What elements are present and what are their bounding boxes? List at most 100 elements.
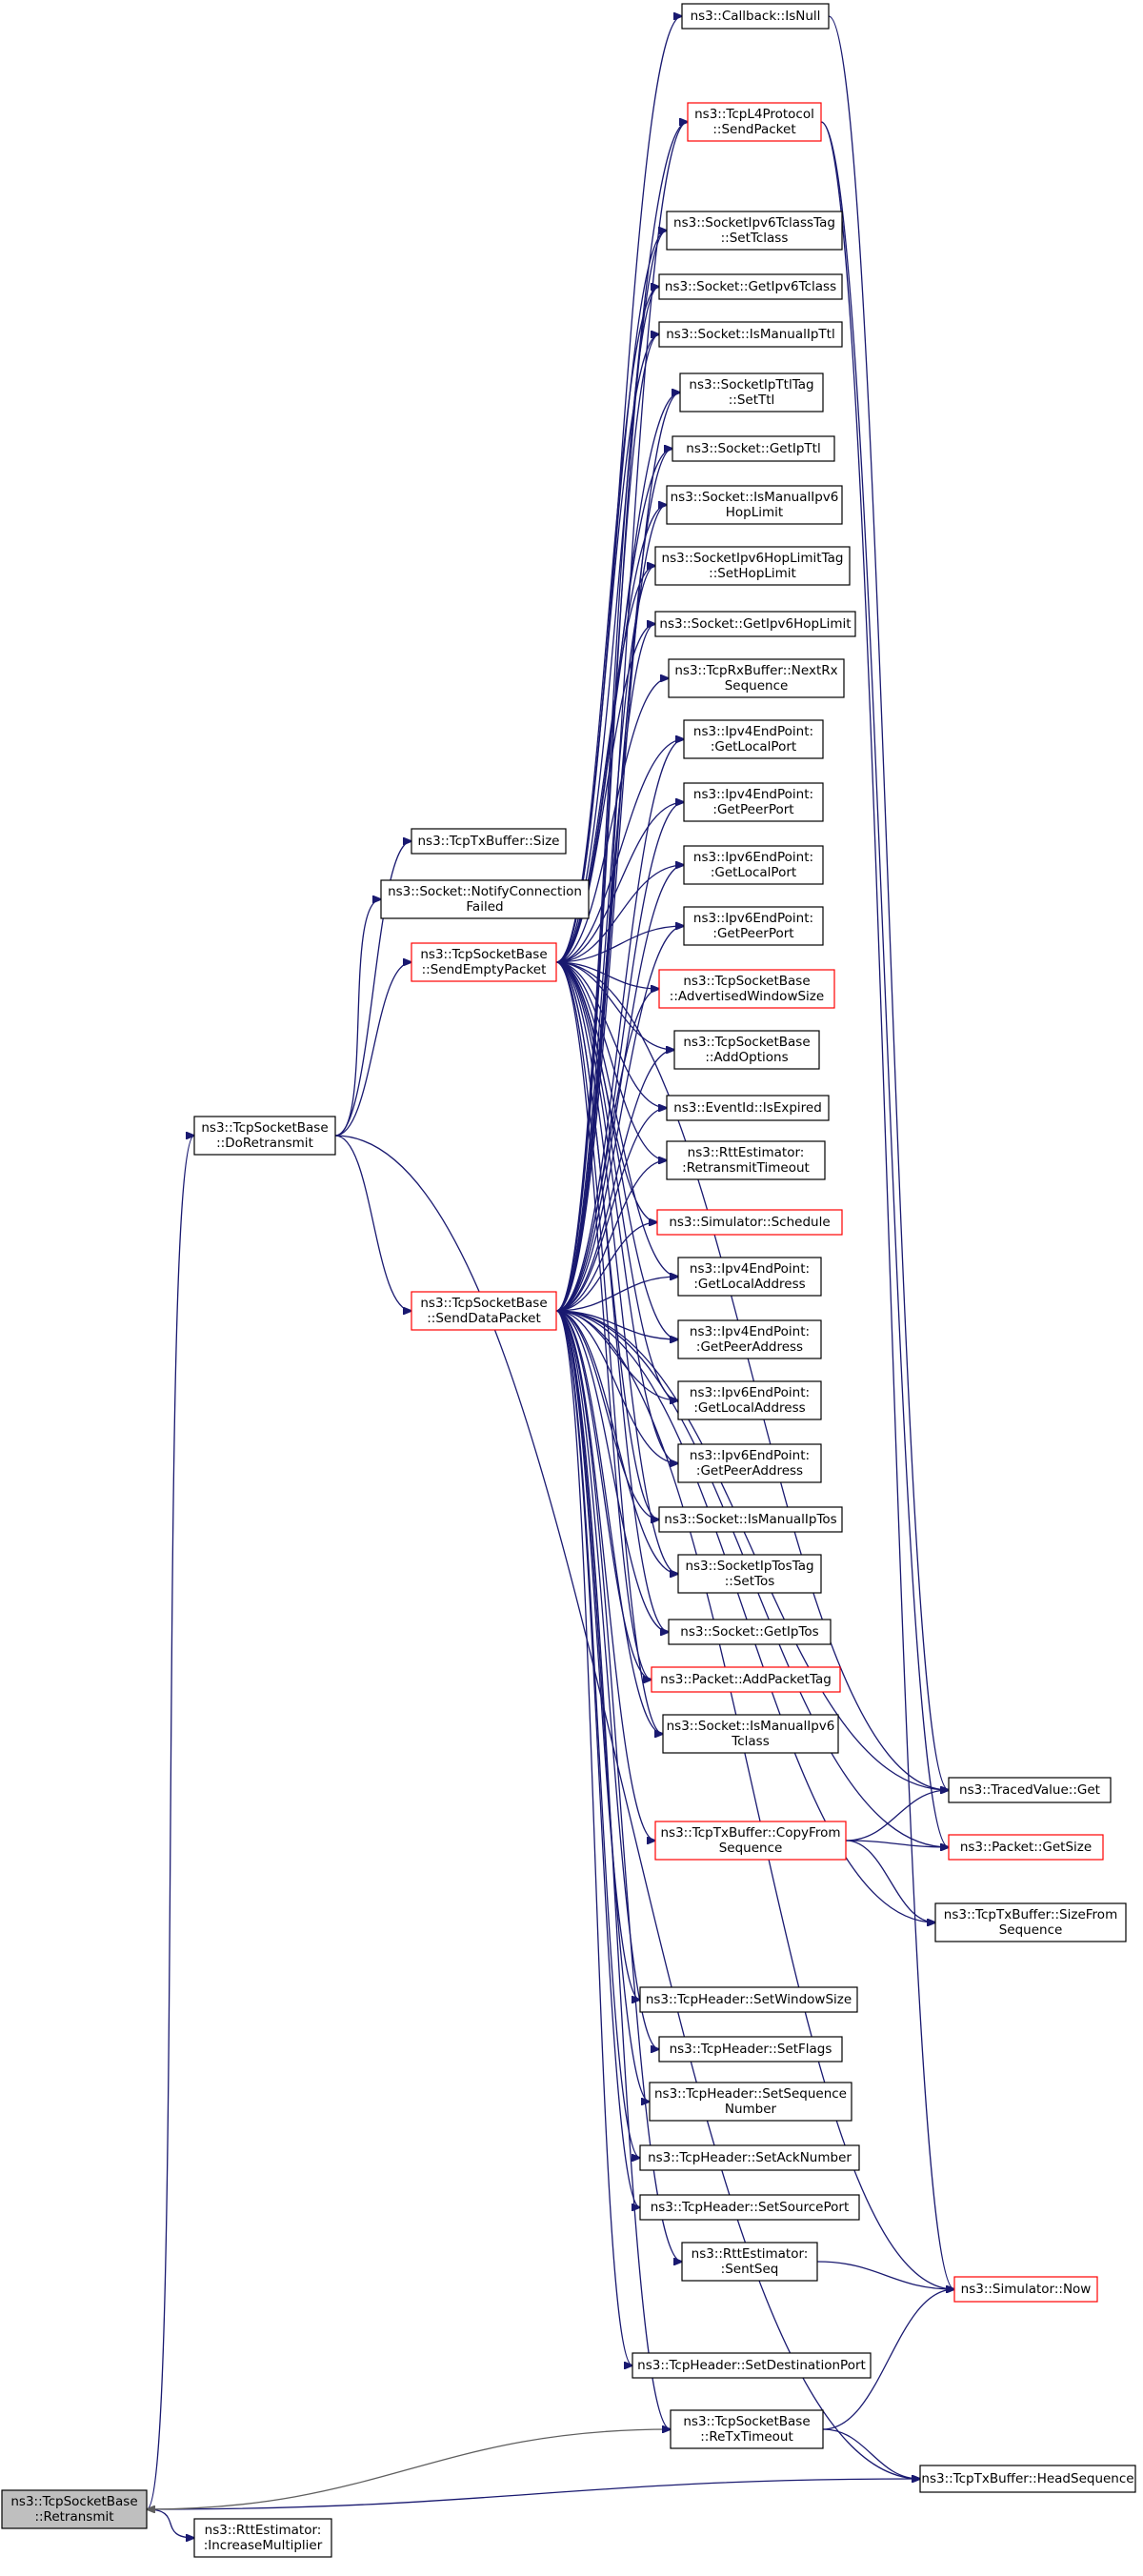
node-label-line: ns3::TcpSocketBase bbox=[420, 947, 547, 962]
node-senddata[interactable]: ns3::TcpSocketBase::SendDataPacket bbox=[411, 1291, 557, 1331]
node-advwindow[interactable]: ns3::TcpSocketBase::AdvertisedWindowSize bbox=[658, 969, 835, 1009]
node-sentseq[interactable]: ns3::RttEstimator::SentSeq bbox=[681, 2242, 818, 2282]
node-setttl[interactable]: ns3::SocketIpTtlTag::SetTtl bbox=[679, 372, 824, 413]
node-getipttl[interactable]: ns3::Socket::GetIpTtl bbox=[672, 435, 835, 462]
edge-senddata-to-addpackettag bbox=[555, 1310, 652, 1680]
node-label-line: ::SetHopLimit bbox=[709, 566, 796, 581]
node-label-line: ns3::Ipv6EndPoint: bbox=[690, 1448, 810, 1463]
node-label-line: ns3::TcpSocketBase bbox=[683, 974, 810, 989]
node-label-line: :IncreaseMultiplier bbox=[204, 2538, 323, 2553]
node-ismanualipttl[interactable]: ns3::Socket::IsManualIpTtl bbox=[658, 321, 843, 348]
edge-retxtimeout-to-headsequence bbox=[822, 2428, 920, 2479]
node-settos[interactable]: ns3::SocketIpTosTag::SetTos bbox=[677, 1554, 822, 1594]
node-schedule[interactable]: ns3::Simulator::Schedule bbox=[656, 1209, 843, 1236]
node-rtotimeout[interactable]: ns3::RttEstimator::RetransmitTimeout bbox=[666, 1140, 826, 1180]
node-box bbox=[683, 906, 824, 946]
node-box bbox=[677, 1380, 822, 1420]
node-sendempty[interactable]: ns3::TcpSocketBase::SendEmptyPacket bbox=[411, 942, 557, 982]
node-addoptions[interactable]: ns3::TcpSocketBase::AddOptions bbox=[673, 1030, 820, 1070]
node-box bbox=[654, 1821, 847, 1861]
node-getipv6tclass[interactable]: ns3::Socket::GetIpv6Tclass bbox=[658, 273, 843, 300]
node-ipv6peeraddr[interactable]: ns3::Ipv6EndPoint::GetPeerAddress bbox=[677, 1443, 822, 1483]
node-ipv6peerport[interactable]: ns3::Ipv6EndPoint::GetPeerPort bbox=[683, 906, 824, 946]
node-label-line: ns3::TcpHeader::SetSequence bbox=[654, 2086, 847, 2102]
node-box bbox=[673, 1030, 820, 1070]
node-txsize[interactable]: ns3::TcpTxBuffer::Size bbox=[411, 828, 567, 855]
node-label-line: ns3::TcpSocketBase bbox=[201, 1120, 328, 1136]
edge-sendempty-to-ipv6peeraddr bbox=[555, 961, 678, 1463]
node-label-line: ns3::Ipv4EndPoint: bbox=[690, 1324, 810, 1339]
node-increasemultiplier[interactable]: ns3::RttEstimator::IncreaseMultiplier bbox=[193, 2518, 332, 2558]
node-box bbox=[1, 2489, 148, 2529]
node-box bbox=[658, 1506, 843, 1533]
node-label-line: Failed bbox=[466, 899, 503, 915]
node-ipv4localaddr[interactable]: ns3::Ipv4EndPoint::GetLocalAddress bbox=[677, 1257, 822, 1297]
node-label-line: :GetPeerAddress bbox=[696, 1463, 803, 1479]
edge-sendempty-to-ipv4peerport bbox=[555, 802, 684, 963]
node-setsourceport[interactable]: ns3::TcpHeader::SetSourcePort bbox=[639, 2194, 860, 2221]
node-doretransmit[interactable]: ns3::TcpSocketBase::DoRetransmit bbox=[193, 1116, 336, 1156]
node-label-line: :RetransmitTimeout bbox=[682, 1160, 810, 1176]
node-box bbox=[193, 1116, 336, 1156]
node-box bbox=[677, 1554, 822, 1594]
edge-senddata-to-ismanualipv6hop bbox=[555, 505, 667, 1312]
node-ipv4localport[interactable]: ns3::Ipv4EndPoint::GetLocalPort bbox=[683, 719, 824, 759]
node-ipv6localaddr[interactable]: ns3::Ipv6EndPoint::GetLocalAddress bbox=[677, 1380, 822, 1420]
node-isnull[interactable]: ns3::Callback::IsNull bbox=[681, 3, 830, 30]
node-packetgetsize[interactable]: ns3::Packet::GetSize bbox=[948, 1834, 1104, 1861]
edge-retxtimeout-to-simnow bbox=[822, 2289, 954, 2430]
node-label-line: ns3::Socket::NotifyConnection bbox=[388, 884, 582, 899]
node-label-line: :GetPeerPort bbox=[712, 926, 793, 941]
node-ipv4peerport[interactable]: ns3::Ipv4EndPoint::GetPeerPort bbox=[683, 782, 824, 822]
node-label-line: ::SetTos bbox=[725, 1574, 775, 1589]
node-setwindowsize[interactable]: ns3::TcpHeader::SetWindowSize bbox=[639, 1986, 858, 2013]
node-headsequence[interactable]: ns3::TcpTxBuffer::HeadSequence bbox=[919, 2465, 1136, 2493]
node-label-line: ns3::TcpSocketBase bbox=[420, 1296, 547, 1311]
node-label-line: ::ReTxTimeout bbox=[700, 2429, 793, 2445]
node-ipv4peeraddr[interactable]: ns3::Ipv4EndPoint::GetPeerAddress bbox=[677, 1319, 822, 1359]
edge-sendempty-to-rtotimeout bbox=[555, 961, 667, 1160]
node-setacknum[interactable]: ns3::TcpHeader::SetAckNumber bbox=[639, 2144, 860, 2171]
node-isexpired[interactable]: ns3::EventId::IsExpired bbox=[666, 1095, 830, 1121]
node-label-line: ns3::Socket::IsManualIpv6 bbox=[671, 490, 839, 505]
node-box bbox=[411, 942, 557, 982]
node-label-line: Sequence bbox=[725, 678, 789, 694]
edge-senddata-to-setttl bbox=[555, 392, 680, 1312]
node-label-line: Sequence bbox=[719, 1841, 783, 1856]
node-addpackettag[interactable]: ns3::Packet::AddPacketTag bbox=[651, 1666, 841, 1693]
node-label-line: ns3::Socket::GetIpv6Tclass bbox=[665, 279, 836, 294]
node-simnow[interactable]: ns3::Simulator::Now bbox=[953, 2276, 1098, 2303]
edge-isnull-to-tracedget bbox=[828, 15, 949, 1790]
node-box bbox=[666, 1095, 830, 1121]
node-tracedget[interactable]: ns3::TracedValue::Get bbox=[948, 1777, 1112, 1803]
edge-senddata-to-getiptos bbox=[555, 1310, 669, 1632]
node-settclass[interactable]: ns3::SocketIpv6TclassTag::SetTclass bbox=[666, 211, 843, 251]
node-getipv6hoplimit[interactable]: ns3::Socket::GetIpv6HopLimit bbox=[654, 611, 856, 637]
node-tcpl4send[interactable]: ns3::TcpL4Protocol::SendPacket bbox=[687, 102, 822, 142]
node-label-line: ns3::TcpSocketBase bbox=[10, 2494, 137, 2509]
node-ismanualiptos[interactable]: ns3::Socket::IsManualIpTos bbox=[658, 1506, 843, 1533]
edge-sendempty-to-addpackettag bbox=[555, 961, 652, 1680]
node-box bbox=[681, 3, 830, 30]
node-getiptos[interactable]: ns3::Socket::GetIpTos bbox=[668, 1619, 832, 1645]
node-setflags[interactable]: ns3::TcpHeader::SetFlags bbox=[658, 2036, 843, 2063]
node-box bbox=[681, 2242, 818, 2282]
node-label-line: ns3::Socket::GetIpTos bbox=[680, 1624, 818, 1640]
node-label-line: ns3::RttEstimator: bbox=[205, 2523, 322, 2538]
node-ipv6localport[interactable]: ns3::Ipv6EndPoint::GetLocalPort bbox=[683, 845, 824, 885]
node-setdestport[interactable]: ns3::TcpHeader::SetDestinationPort bbox=[632, 2352, 872, 2379]
node-sethoplimit[interactable]: ns3::SocketIpv6HopLimitTag::SetHopLimit bbox=[654, 546, 851, 586]
node-label-line: ns3::Ipv4EndPoint: bbox=[693, 787, 813, 802]
node-label-line: :SentSeq bbox=[721, 2262, 779, 2277]
node-label-line: ns3::TcpTxBuffer::HeadSequence bbox=[921, 2471, 1133, 2486]
node-retxtimeout[interactable]: ns3::TcpSocketBase::ReTxTimeout bbox=[670, 2409, 824, 2449]
node-retransmit[interactable]: ns3::TcpSocketBase::Retransmit bbox=[1, 2489, 148, 2529]
